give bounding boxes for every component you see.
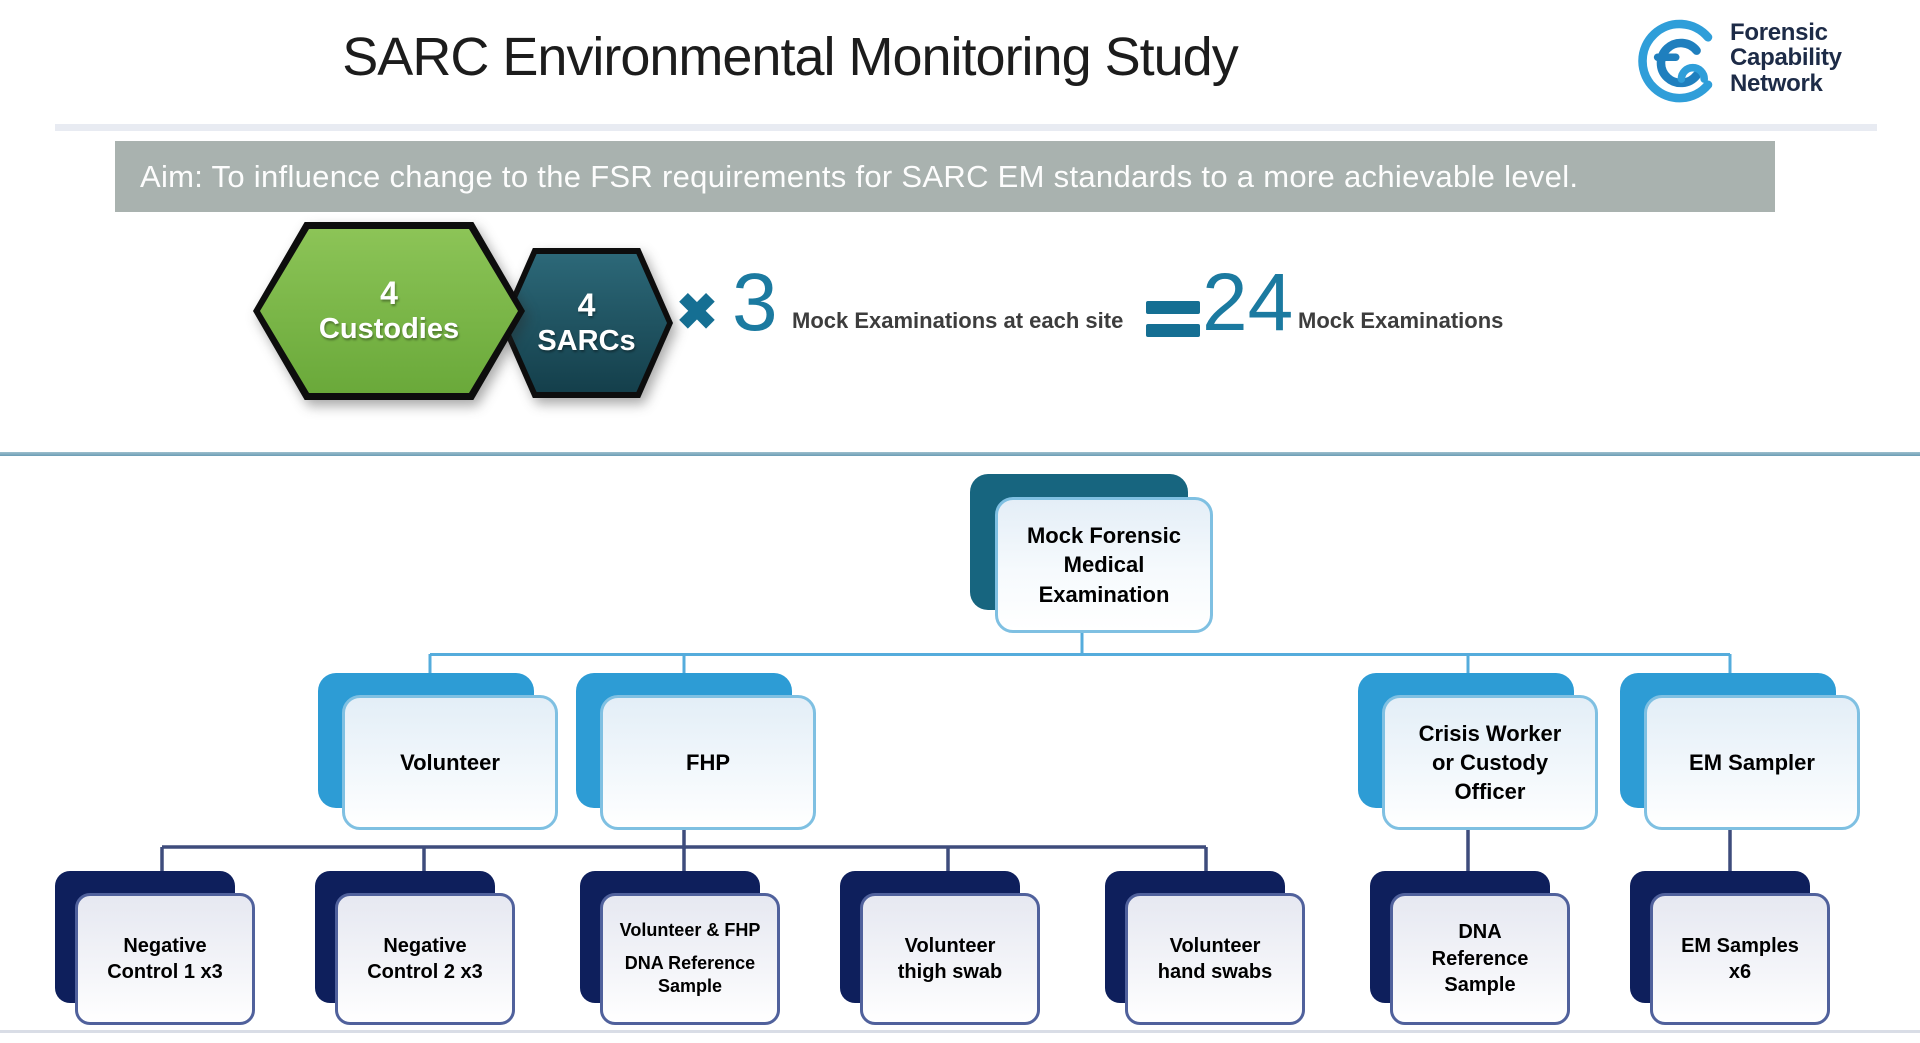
- sarcs-count: 4: [577, 287, 596, 324]
- node-body: Volunteer hand swabs: [1125, 893, 1305, 1025]
- logo-line: Forensic: [1730, 19, 1828, 46]
- node-label: DNA Reference: [624, 952, 756, 973]
- custodies-hexagon: 4 Custodies: [253, 222, 525, 400]
- hexagon-text: 4 SARCs: [500, 248, 673, 398]
- section-divider: [0, 452, 1920, 456]
- node-volunteer-fhp-dna-reference-sample: Volunteer & FHP DNA Reference Sample: [580, 871, 780, 1025]
- node-em-sampler: EM Sampler: [1620, 673, 1860, 830]
- logo-n-arc: [1677, 63, 1708, 83]
- aim-banner: Aim: To influence change to the FSR requ…: [115, 141, 1775, 212]
- node-label: Negative: [383, 934, 467, 957]
- node-label: Control 2 x3: [367, 961, 483, 983]
- node-label: Volunteer: [1169, 934, 1261, 957]
- node-label: Volunteer & FHP: [619, 919, 761, 940]
- custodies-count: 4: [380, 275, 398, 312]
- logo-line: Capability: [1730, 44, 1842, 72]
- sarcs-label: SARCs: [537, 325, 636, 357]
- node-label: or Custody: [1431, 749, 1549, 775]
- node-body: FHP: [600, 695, 816, 830]
- equals-icon: [1146, 301, 1200, 338]
- node-label: Sample: [1444, 974, 1516, 997]
- node-label: Examination: [1038, 581, 1170, 607]
- node-dna-reference-sample: DNA Reference Sample: [1370, 871, 1570, 1025]
- node-mock-forensic-medical-examination: Mock Forensic Medical Examination: [970, 474, 1213, 633]
- node-label: EM Samples: [1681, 934, 1799, 957]
- equals-bar: [1146, 324, 1200, 337]
- node-label: EM Sampler: [1689, 749, 1815, 775]
- hexagon-fill: [506, 254, 667, 392]
- logo-line: Network: [1730, 69, 1823, 97]
- node-body: Volunteer: [342, 695, 558, 830]
- sarcs-hexagon: 4 SARCs: [500, 248, 673, 398]
- node-label: Mock Forensic: [1026, 523, 1182, 549]
- footer-divider: [0, 1030, 1920, 1033]
- node-label: Sample: [657, 976, 723, 997]
- node-body: Crisis Worker or Custody Officer: [1382, 695, 1598, 830]
- node-body: Volunteer thigh swab: [860, 893, 1040, 1025]
- node-label: Reference: [1431, 947, 1529, 970]
- node-negative-control-2: Negative Control 2 x3: [315, 871, 515, 1025]
- total-number: 24: [1202, 257, 1294, 348]
- node-label: Volunteer: [904, 934, 996, 957]
- hexagon-text: 4 Custodies: [253, 222, 525, 400]
- node-label: Volunteer: [400, 749, 500, 775]
- node-volunteer: Volunteer: [318, 673, 558, 830]
- node-label: DNA: [1458, 921, 1502, 944]
- logo-outer-arc: [1638, 19, 1713, 103]
- node-body: EM Sampler: [1644, 695, 1860, 830]
- aim-text: Aim: To influence change to the FSR requ…: [140, 159, 1579, 194]
- node-volunteer-hand-swabs: Volunteer hand swabs: [1105, 871, 1305, 1025]
- node-label: Negative: [123, 934, 207, 957]
- node-em-samples-x6: EM Samples x6: [1630, 871, 1830, 1025]
- node-body: EM Samples x6: [1650, 893, 1830, 1025]
- node-label: FHP: [686, 749, 730, 775]
- node-label: hand swabs: [1157, 961, 1273, 983]
- multiply-icon: ✖: [676, 284, 718, 340]
- node-negative-control-1: Negative Control 1 x3: [55, 871, 255, 1025]
- custodies-label: Custodies: [318, 313, 460, 345]
- forensic-capability-network-logo: Forensic Capability Network: [1632, 12, 1892, 112]
- node-label: Crisis Worker: [1418, 720, 1562, 746]
- hexagon-fill: [260, 229, 518, 393]
- logo-wordmark: Forensic Capability Network: [1730, 19, 1842, 97]
- node-label: thigh swab: [897, 961, 1003, 983]
- header-divider: [55, 124, 1877, 131]
- multiplier-number: 3: [732, 257, 778, 348]
- node-crisis-worker-or-custody-officer: Crisis Worker or Custody Officer: [1358, 673, 1598, 830]
- node-label: Medical: [1063, 552, 1145, 578]
- node-body: DNA Reference Sample: [1390, 893, 1570, 1025]
- node-label: Officer: [1454, 779, 1526, 805]
- node-body: Negative Control 2 x3: [335, 893, 515, 1025]
- node-body: Volunteer & FHP DNA Reference Sample: [600, 893, 780, 1025]
- node-label: Control 1 x3: [107, 961, 223, 983]
- multiplier-label: Mock Examinations at each site: [792, 308, 1124, 333]
- equals-bar: [1146, 301, 1200, 314]
- page-title: SARC Environmental Monitoring Study: [342, 27, 1238, 87]
- logo-inner-arc: [1656, 38, 1701, 88]
- total-label: Mock Examinations: [1298, 308, 1504, 333]
- node-label: x6: [1728, 961, 1752, 983]
- node-volunteer-thigh-swab: Volunteer thigh swab: [840, 871, 1040, 1025]
- fcn-arcs-icon: [1638, 19, 1713, 103]
- node-body: Negative Control 1 x3: [75, 893, 255, 1025]
- node-fhp: FHP: [576, 673, 816, 830]
- node-body: Mock Forensic Medical Examination: [995, 497, 1213, 633]
